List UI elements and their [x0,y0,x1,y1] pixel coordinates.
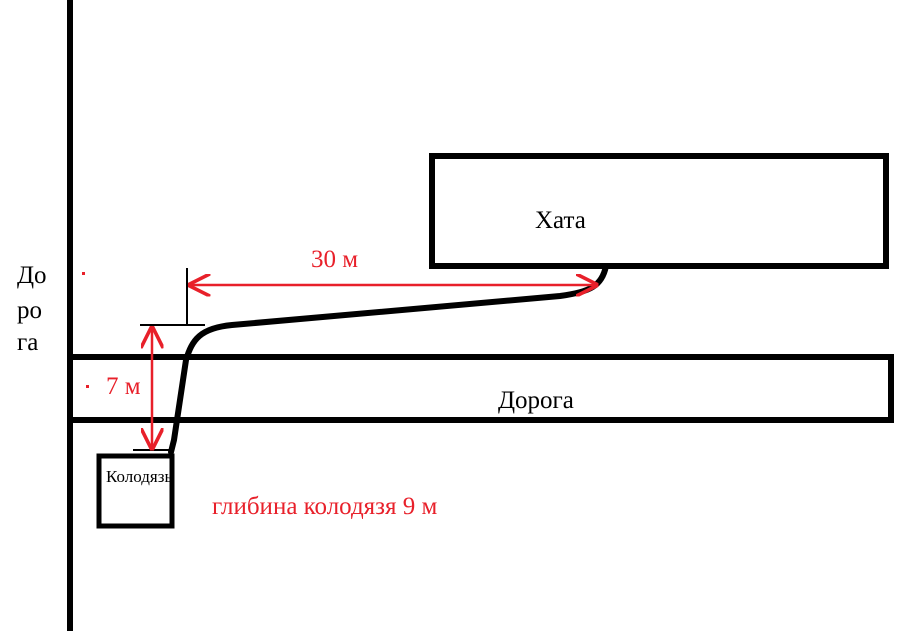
vertical-road-label-3: га [17,329,38,356]
water-pipe [168,263,609,455]
vertical-road-label-2: ро [17,297,42,324]
vertical-road [67,0,73,631]
well-label: Колодязь [106,467,172,486]
red-dot [82,272,85,275]
house-label: Хата [535,207,586,234]
house [429,153,889,269]
red-dot [86,385,89,388]
well [96,453,175,529]
distance-7m-label: 7 м [106,373,141,400]
horizontal-road-label: Дорога [498,387,574,414]
distance-30m-label: 30 м [311,246,358,273]
horizontal-road [67,354,894,423]
well-depth-label: глибина колодязя 9 м [212,493,438,520]
vertical-road-label-1: До [17,262,47,289]
